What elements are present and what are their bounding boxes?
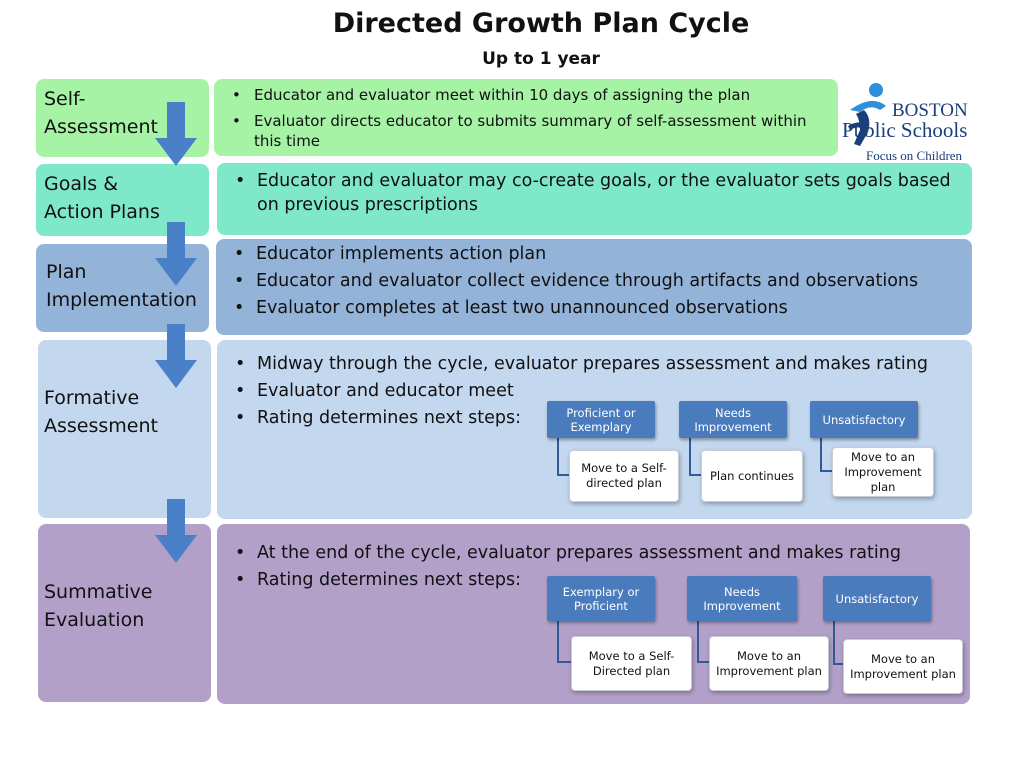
bullet-item: Evaluator and educator meet	[227, 378, 962, 405]
next-step-node: Move to a Self-Directed plan	[571, 636, 692, 691]
bullet-list: At the end of the cycle, evaluator prepa…	[227, 540, 960, 594]
next-step-node: Move to a Self-directed plan	[569, 450, 679, 502]
stage-label-text: Formative Assessment	[44, 387, 158, 437]
logo-text-boston: BOSTON	[892, 100, 968, 121]
down-arrow-icon	[155, 222, 197, 286]
bullet-item: Educator and evaluator may co-create goa…	[227, 169, 962, 217]
next-step-node: Move to an Improvement plan	[832, 447, 934, 497]
bullet-item: Evaluator completes at least two unannou…	[226, 295, 962, 322]
page-subtitle: Up to 1 year	[482, 49, 600, 69]
down-arrow-icon	[155, 102, 197, 166]
stage-body-self-assessment: Educator and evaluator meet within 10 da…	[214, 79, 838, 156]
bullet-list: Educator and evaluator may co-create goa…	[227, 169, 962, 217]
down-arrow-icon	[155, 499, 197, 563]
bullet-item: Educator implements action plan	[226, 241, 962, 268]
next-step-node: Plan continues	[701, 450, 803, 502]
stage-body-plan-implementation: Educator implements action plan Educator…	[216, 239, 972, 335]
rating-node: Needs Improvement	[687, 576, 797, 621]
rating-node: Proficient or Exemplary	[547, 401, 655, 438]
connector	[689, 438, 701, 476]
connector	[557, 621, 571, 663]
rating-node: Needs Improvement	[679, 401, 787, 438]
bullet-item: Educator and evaluator collect evidence …	[226, 268, 962, 295]
boston-public-schools-logo: BOSTON Public Schools Focus on Children	[840, 78, 978, 166]
bullet-list: Educator implements action plan Educator…	[226, 241, 962, 322]
rating-node: Unsatisfactory	[810, 401, 918, 438]
bullet-item: Educator and evaluator meet within 10 da…	[224, 85, 828, 105]
rating-node: Exemplary or Proficient	[547, 576, 655, 621]
stage-label-text: Self- Assessment	[44, 88, 158, 138]
next-step-node: Move to an Improvement plan	[843, 639, 963, 694]
bullet-list: Educator and evaluator meet within 10 da…	[224, 85, 828, 151]
bullet-item: At the end of the cycle, evaluator prepa…	[227, 540, 960, 567]
page-title: Directed Growth Plan Cycle	[332, 8, 750, 39]
stage-label-goals: Goals & Action Plans	[36, 164, 209, 236]
bullet-item: Rating determines next steps:	[227, 405, 962, 432]
logo-text-public-schools: Public Schools	[842, 118, 968, 142]
connector	[833, 621, 845, 665]
down-arrow-icon	[155, 324, 197, 388]
bullet-list: Midway through the cycle, evaluator prep…	[227, 351, 962, 432]
stage-label-text: Goals & Action Plans	[44, 173, 160, 223]
logo-text-tagline: Focus on Children	[866, 148, 963, 163]
next-step-node: Move to an Improvement plan	[709, 636, 829, 691]
stage-body-goals: Educator and evaluator may co-create goa…	[217, 163, 972, 235]
connector	[820, 438, 832, 472]
rating-node: Unsatisfactory	[823, 576, 931, 621]
bullet-item: Evaluator directs educator to submits su…	[224, 111, 828, 151]
stage-label-text: Summative Evaluation	[44, 581, 153, 631]
connector	[697, 621, 711, 663]
bullet-item: Midway through the cycle, evaluator prep…	[227, 351, 962, 378]
connector	[557, 438, 569, 476]
runner-icon	[848, 83, 886, 146]
bullet-item: Rating determines next steps:	[227, 567, 960, 594]
stage-label-text: Plan Implementation	[46, 261, 197, 311]
